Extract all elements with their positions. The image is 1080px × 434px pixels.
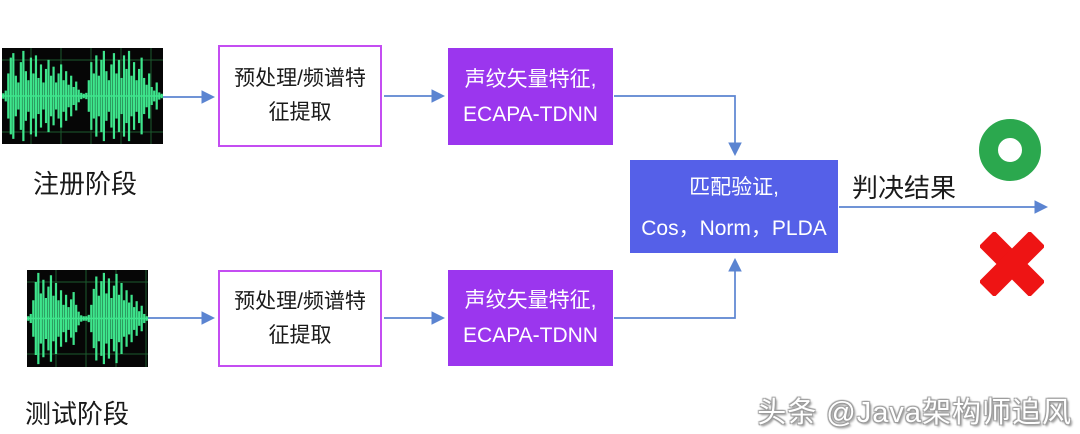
arrow-embed-top-to-match	[614, 95, 742, 157]
preprocess-text-line2: 征提取	[268, 101, 332, 124]
preprocess-text-line1: 预处理/频谱特	[234, 67, 366, 90]
reject-cross-icon	[980, 232, 1044, 296]
decision-result-label: 判决结果	[852, 173, 957, 203]
match-verification-box: 匹配验证, Cos，Norm，PLDA	[630, 160, 838, 253]
match-text-line1: 匹配验证,	[689, 176, 779, 199]
preprocess-text-line1: 预处理/频谱特	[234, 289, 366, 313]
match-text-line2: Cos，Norm，PLDA	[641, 217, 827, 240]
test-stage-label: 测试阶段	[25, 399, 130, 429]
arrow-embed-bottom-to-match	[614, 257, 742, 319]
embedding-text-line2: ECAPA-TDNN	[463, 102, 598, 126]
enroll-stage-label: 注册阶段	[33, 169, 138, 199]
preprocess-box-test: 预处理/频谱特 征提取	[218, 270, 382, 367]
embedding-text-line2: ECAPA-TDNN	[463, 324, 598, 347]
embedding-text-line1: 声纹矢量特征,	[464, 289, 597, 312]
test-waveform-image	[27, 270, 148, 367]
preprocess-text-line2: 征提取	[268, 323, 332, 347]
embedding-box-test: 声纹矢量特征, ECAPA-TDNN	[448, 270, 613, 366]
embedding-text-line1: 声纹矢量特征,	[464, 67, 597, 91]
watermark-text: 头条 @Java架构师追风	[757, 397, 1072, 429]
accept-ring-icon	[979, 119, 1041, 181]
embedding-box-enroll: 声纹矢量特征, ECAPA-TDNN	[448, 48, 613, 145]
preprocess-box-enroll: 预处理/频谱特 征提取	[218, 45, 382, 147]
enroll-waveform-image	[2, 48, 163, 144]
